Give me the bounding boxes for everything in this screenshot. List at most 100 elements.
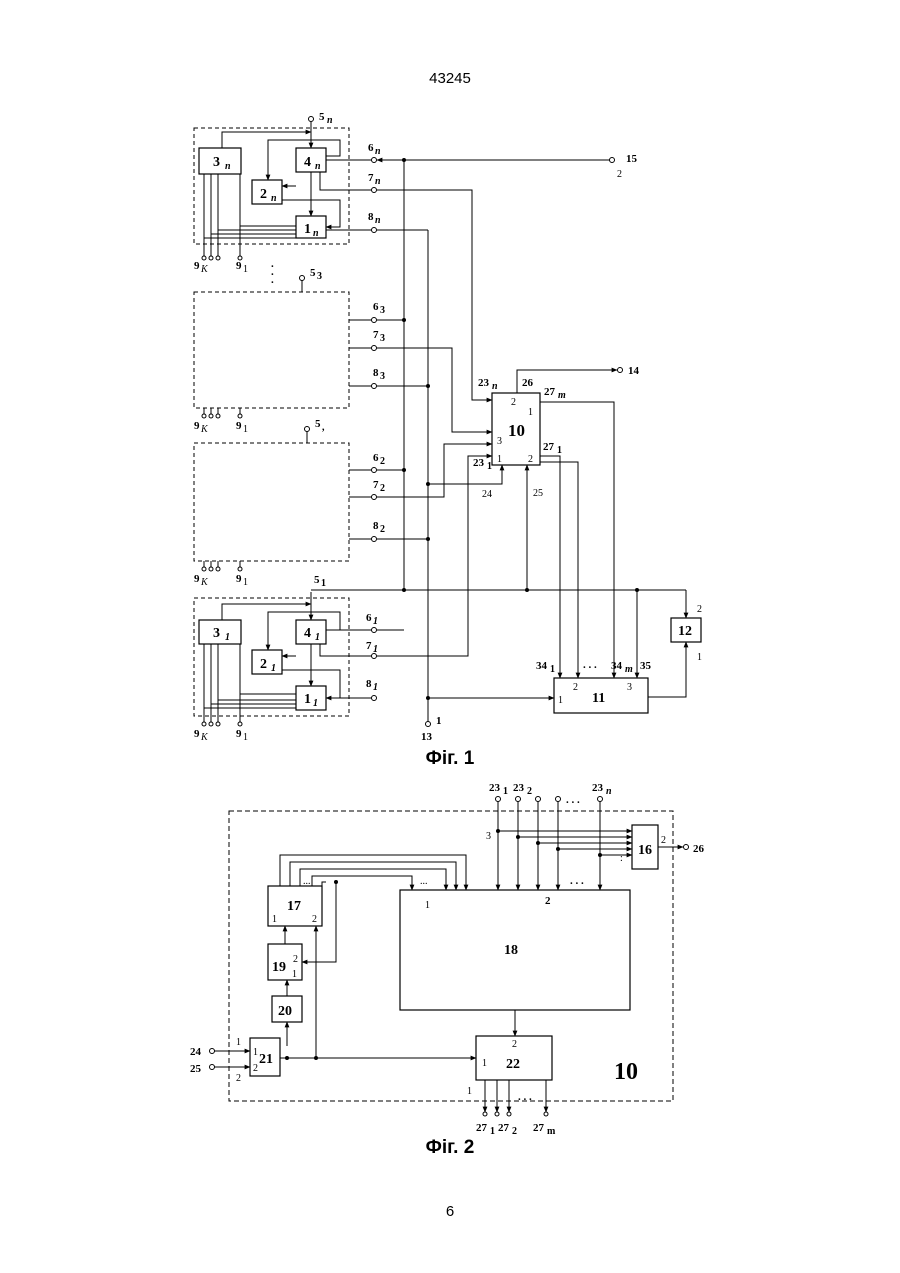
block-10-label: 10 — [508, 421, 525, 440]
label-52: 5 — [315, 418, 321, 430]
block-3-1-sub: 1 — [225, 632, 230, 643]
label-8n: 8 — [368, 211, 374, 223]
label-51: 5 — [314, 574, 320, 586]
b19-pin2: 2 — [293, 954, 298, 965]
label-63-sub: 3 — [380, 305, 385, 316]
block-3-n-label: 3 — [213, 155, 220, 170]
b17-pin1: 1 — [272, 914, 277, 925]
label-53: 5 — [310, 267, 316, 279]
terminal-13: 13 — [421, 731, 433, 743]
label-271: 27 — [543, 441, 555, 453]
label-f2-231-sub: 1 — [503, 786, 508, 797]
terminal-26: 26 — [693, 843, 705, 855]
label-341-sub: 1 — [550, 664, 555, 675]
label-23n-sub: n — [492, 381, 498, 392]
label-63: 6 — [373, 301, 379, 313]
label-62: 6 — [373, 452, 379, 464]
svg-text:...: ... — [303, 876, 311, 887]
dots-18-in: . . . — [570, 875, 584, 887]
b10-pin3: 3 — [497, 436, 502, 447]
label-72-sub: 2 — [380, 483, 385, 494]
label-81-sub: 1 — [373, 682, 378, 693]
label-83: 8 — [373, 367, 379, 379]
block-12-label: 12 — [678, 624, 692, 639]
label-f2-232: 23 — [513, 782, 525, 794]
label-8n-sub: n — [375, 215, 381, 226]
label-231-sub: 1 — [487, 461, 492, 472]
label-231: 23 — [473, 457, 485, 469]
block-3-n — [199, 148, 241, 174]
svg-text:...: ... — [420, 876, 428, 887]
svg-text::: : — [620, 853, 623, 864]
b21-pin1: 1 — [253, 1047, 258, 1058]
label-6n-sub: n — [375, 146, 381, 157]
label-9k-m2: 9 — [194, 573, 200, 585]
label-9k-bottom-sub: K — [200, 732, 209, 743]
module-10-label: 10 — [614, 1059, 638, 1085]
block-2-n-label: 2 — [260, 187, 267, 202]
label-73-sub: 3 — [380, 333, 385, 344]
label-26: 26 — [522, 377, 534, 389]
b10-pin1: 1 — [497, 454, 502, 465]
block-16-label: 16 — [638, 843, 652, 858]
label-53-sub: 3 — [317, 271, 322, 282]
block-1-n-label: 1 — [304, 222, 311, 237]
in25-pin: 2 — [236, 1073, 241, 1084]
block-21-label: 21 — [259, 1052, 273, 1067]
label-73: 7 — [373, 329, 379, 341]
terminal-13-pin: 1 — [436, 715, 442, 727]
label-91-m3: 9 — [236, 420, 242, 432]
figure-1-caption: Фіг. 1 — [0, 748, 900, 770]
b10-pin2-bottom: 2 — [528, 454, 533, 465]
block-2-n — [252, 180, 282, 204]
block-1-1-label: 1 — [304, 692, 311, 707]
label-7n-sub: n — [375, 176, 381, 187]
label-9k-m3: 9 — [194, 420, 200, 432]
label-83-sub: 3 — [380, 371, 385, 382]
terminal-24: 24 — [190, 1046, 202, 1058]
svg-text:.: . — [271, 274, 274, 286]
dots-27: . . . — [518, 1091, 532, 1103]
b21-pin2: 2 — [253, 1063, 258, 1074]
block-1-1-sub: 1 — [313, 698, 318, 709]
block-3-1 — [199, 620, 241, 644]
label-27m-sub: m — [558, 390, 566, 401]
block-4-n — [296, 148, 326, 172]
block-2-1 — [252, 650, 282, 674]
block-1-n-sub: n — [313, 228, 319, 239]
label-f2-271: 27 — [476, 1122, 488, 1134]
label-71-sub: 1 — [373, 644, 378, 655]
label-82-sub: 2 — [380, 524, 385, 535]
block-22-label: 22 — [506, 1057, 520, 1072]
label-7n: 7 — [368, 172, 374, 184]
label-f2-271-sub: 1 — [490, 1126, 495, 1137]
block-4-1-sub: 1 — [315, 632, 320, 643]
dots-34: . . . — [583, 659, 597, 671]
label-9k-m3-sub: K — [200, 424, 209, 435]
label-9k-bottom: 9 — [194, 728, 200, 740]
label-52-sub: , — [322, 422, 325, 433]
label-f2-231: 23 — [489, 782, 501, 794]
dots-23: . . . — [566, 794, 580, 806]
label-62-sub: 2 — [380, 456, 385, 467]
label-61-sub: 1 — [373, 616, 378, 627]
b10-pin2-top: 2 — [511, 397, 516, 408]
label-91-m2: 9 — [236, 573, 242, 585]
block-17-label: 17 — [287, 899, 301, 914]
label-f2-27m-sub: m — [547, 1126, 556, 1137]
terminal-15: 15 — [626, 153, 638, 165]
label-24: 24 — [482, 489, 492, 500]
block-4-n-label: 4 — [304, 155, 311, 170]
label-81: 8 — [366, 678, 372, 690]
label-f2-232-sub: 2 — [527, 786, 532, 797]
b10-pin1-right: 1 — [528, 407, 533, 418]
block-4-1-label: 4 — [304, 626, 311, 641]
terminal-15-pin: 2 — [617, 169, 622, 180]
label-82: 8 — [373, 520, 379, 532]
label-9k-top-sub: K — [200, 264, 209, 275]
label-71: 7 — [366, 640, 372, 652]
in24-pin: 1 — [236, 1037, 241, 1048]
b22-out-pin1: 1 — [467, 1086, 472, 1097]
label-34m-sub: m — [625, 664, 633, 675]
b16-pin3-label: 3 — [486, 831, 491, 842]
